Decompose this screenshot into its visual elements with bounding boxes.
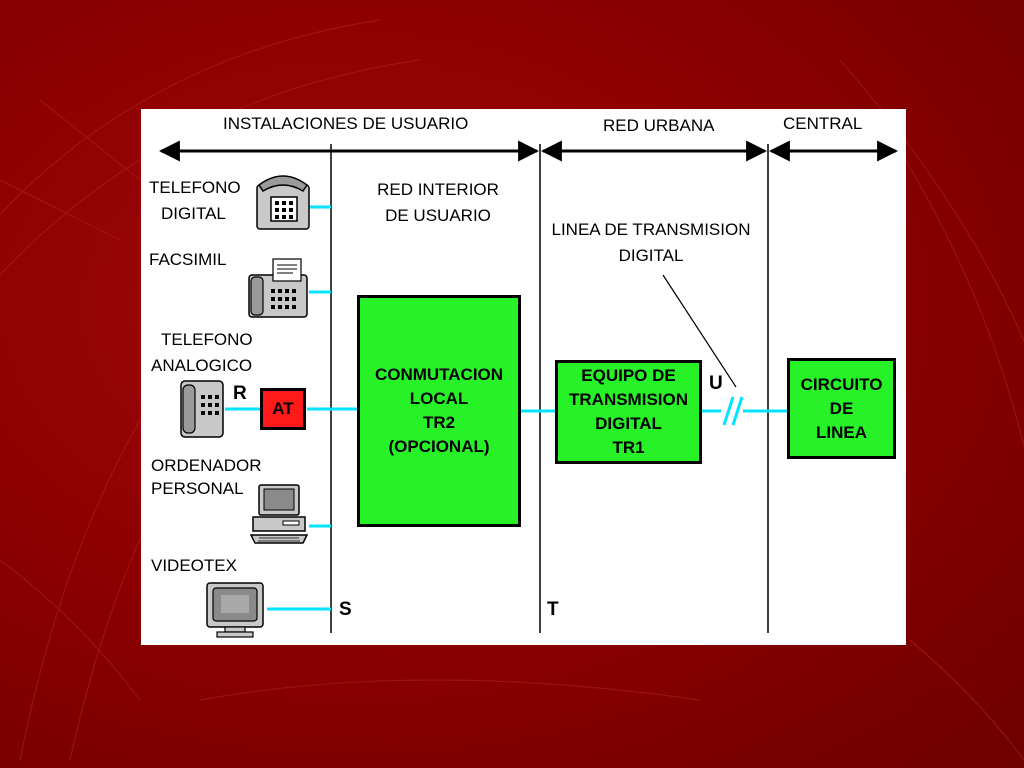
- desktop-computer-icon: [249, 484, 309, 544]
- line-circuit-box: CIRCUITO DE LINEA: [787, 358, 896, 459]
- label-pc-1: ORDENADOR: [151, 456, 262, 475]
- label-analog-phone-2: ANALOGICO: [151, 356, 253, 375]
- section-user-installations: INSTALACIONES DE USUARIO: [223, 114, 469, 133]
- telephone-icon: [256, 175, 310, 230]
- label-transmission-line-1: LINEA DE TRANSMISION: [551, 220, 751, 239]
- local-switching-box: CONMUTACION LOCAL TR2 (OPCIONAL): [357, 295, 521, 527]
- label-transmission-line-2: DIGITAL: [618, 246, 684, 265]
- reference-point-t: T: [547, 599, 559, 620]
- diagram-panel: INSTALACIONES DE USUARIO RED URBANA CENT…: [141, 109, 906, 645]
- label-inner-network-2: DE USUARIO: [385, 206, 491, 225]
- fax-machine-icon: [248, 258, 308, 318]
- reference-point-u: U: [709, 373, 723, 394]
- label-inner-network-1: RED INTERIOR: [377, 180, 499, 199]
- analog-phone-icon: [180, 380, 224, 438]
- reference-point-r: R: [233, 383, 247, 404]
- label-digital-phone-1: TELEFONO: [149, 178, 241, 197]
- section-central: CENTRAL: [783, 114, 863, 133]
- label-digital-phone-2: DIGITAL: [161, 204, 226, 223]
- label-analog-phone-1: TELEFONO: [161, 330, 253, 349]
- reference-point-s: S: [339, 599, 352, 620]
- terminal-adapter-box: AT: [260, 388, 306, 430]
- transmission-equipment-box: EQUIPO DE TRANSMISION DIGITAL TR1: [555, 360, 702, 464]
- diagram-lines: [158, 140, 899, 633]
- break-mark: [731, 396, 744, 426]
- label-fax: FACSIMIL: [149, 250, 227, 269]
- label-videotex: VIDEOTEX: [151, 556, 237, 575]
- section-urban-network: RED URBANA: [603, 116, 715, 135]
- monitor-icon: [206, 582, 264, 638]
- label-pc-2: PERSONAL: [151, 479, 244, 498]
- callout-pointer: [662, 274, 737, 388]
- break-mark: [722, 396, 735, 426]
